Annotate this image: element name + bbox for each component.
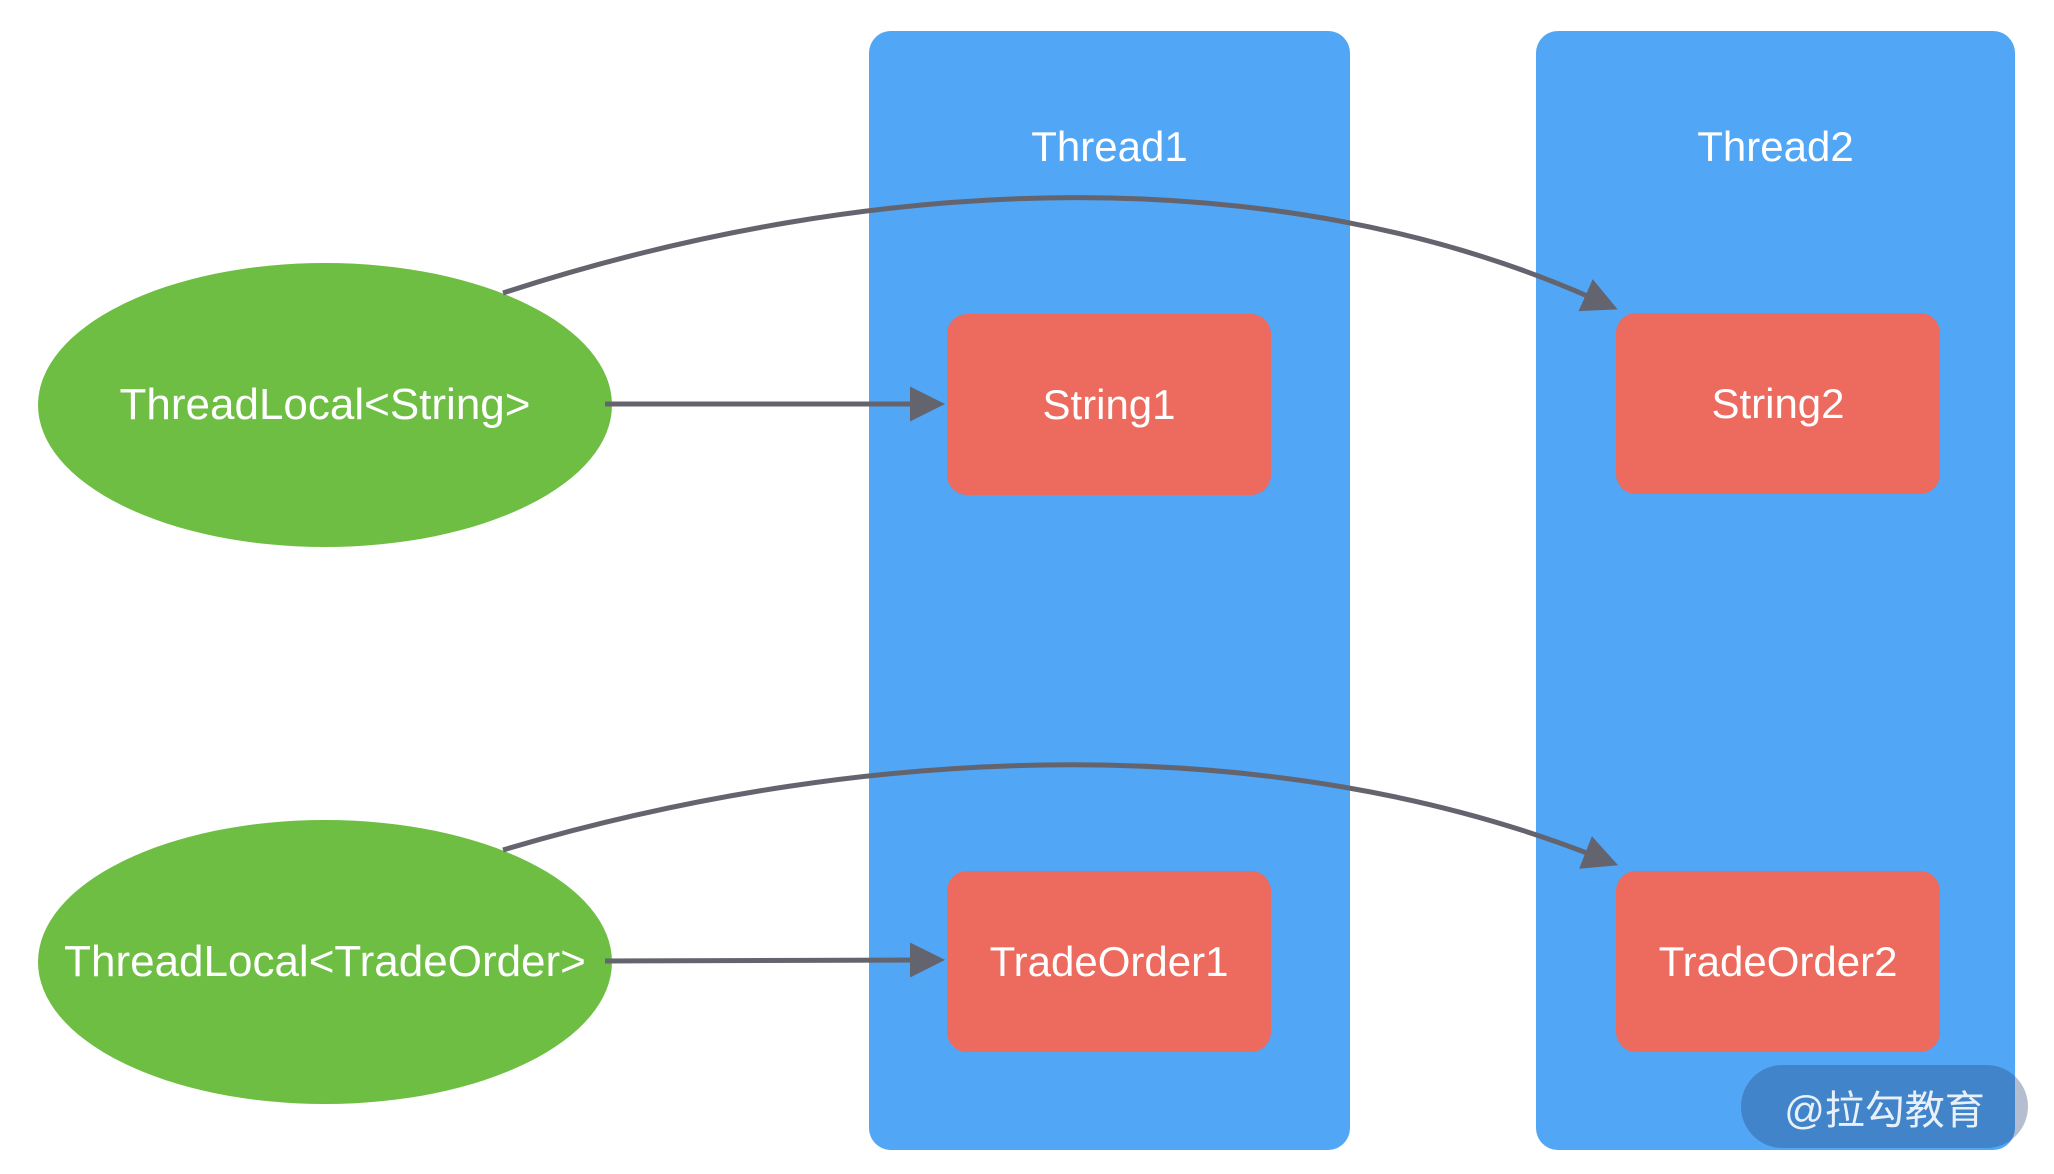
value-box-string1-label: String1: [1042, 380, 1176, 428]
threadlocal-string-ellipse: ThreadLocal<String>: [38, 263, 612, 547]
threadlocal-tradeorder-ellipse: ThreadLocal<TradeOrder>: [38, 820, 612, 1104]
value-box-string1: String1: [947, 314, 1271, 495]
thread2-title: Thread2: [1697, 123, 1854, 170]
value-box-tradeorder2: TradeOrder2: [1616, 871, 1940, 1052]
threadlocal-string-label: ThreadLocal<String>: [119, 380, 531, 429]
value-box-tradeorder1-label: TradeOrder1: [989, 937, 1229, 985]
watermark-badge: @拉勾教育: [1741, 1065, 2028, 1148]
value-box-tradeorder1: TradeOrder1: [947, 871, 1271, 1052]
watermark-text: @拉勾教育: [1784, 1088, 1985, 1133]
thread1-title: Thread1: [1031, 123, 1188, 170]
value-box-tradeorder2-label: TradeOrder2: [1658, 937, 1898, 985]
value-box-string2: String2: [1616, 313, 1940, 494]
threadlocal-tradeorder-label: ThreadLocal<TradeOrder>: [64, 937, 586, 986]
value-box-string2-label: String2: [1711, 379, 1845, 427]
